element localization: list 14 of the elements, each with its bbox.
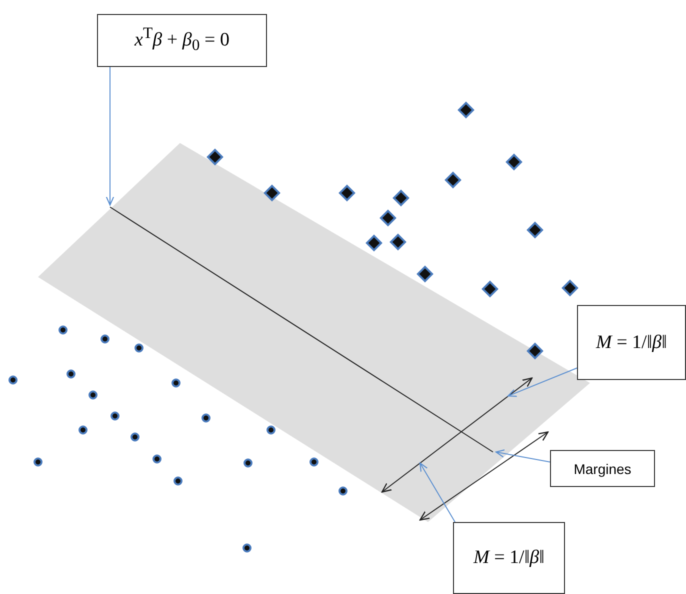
leader-line [419,462,456,522]
formula-box [577,305,686,380]
formula-box [453,522,565,594]
leader-line [507,368,578,397]
leader-line [495,449,550,462]
leader-line [106,66,114,206]
hyperplane-line [110,206,494,452]
callout-box [550,450,655,487]
formula-text: x$^{T}$β + β$_{0}$ = 0 [134,25,230,56]
formula-text: M = 1/‖β‖ [474,547,544,569]
formula-text: M = 1/‖β‖ [596,332,667,354]
callout-text: Margines [574,460,632,476]
formula-box [97,14,267,67]
dimension-line [381,377,533,493]
